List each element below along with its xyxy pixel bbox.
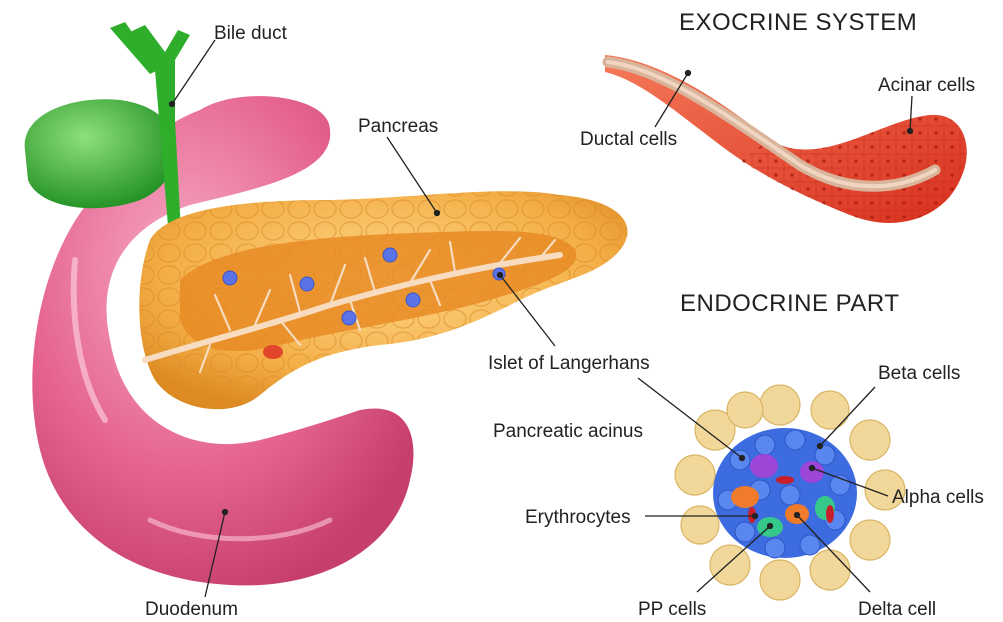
heading-exocrine: EXOCRINE SYSTEM <box>679 11 917 35</box>
label-erythrocytes: Erythrocytes <box>525 508 631 527</box>
label-ductal-cells: Ductal cells <box>580 130 677 149</box>
pancreas-illustration <box>139 191 627 409</box>
label-beta-cells: Beta cells <box>878 364 960 383</box>
label-islet: Islet of Langerhans <box>488 354 650 373</box>
label-bile-duct: Bile duct <box>214 24 287 43</box>
label-pp-cells: PP cells <box>638 600 706 619</box>
label-duodenum: Duodenum <box>145 600 238 619</box>
label-delta-cell: Delta cell <box>858 600 936 619</box>
heading-endocrine: ENDOCRINE PART <box>680 292 899 316</box>
label-pancreas: Pancreas <box>358 117 438 136</box>
islet-illustration <box>675 385 905 600</box>
label-acinar-cells: Acinar cells <box>878 76 975 95</box>
label-pancreatic-acinus: Pancreatic acinus <box>493 422 643 441</box>
label-alpha-cells: Alpha cells <box>892 488 984 507</box>
